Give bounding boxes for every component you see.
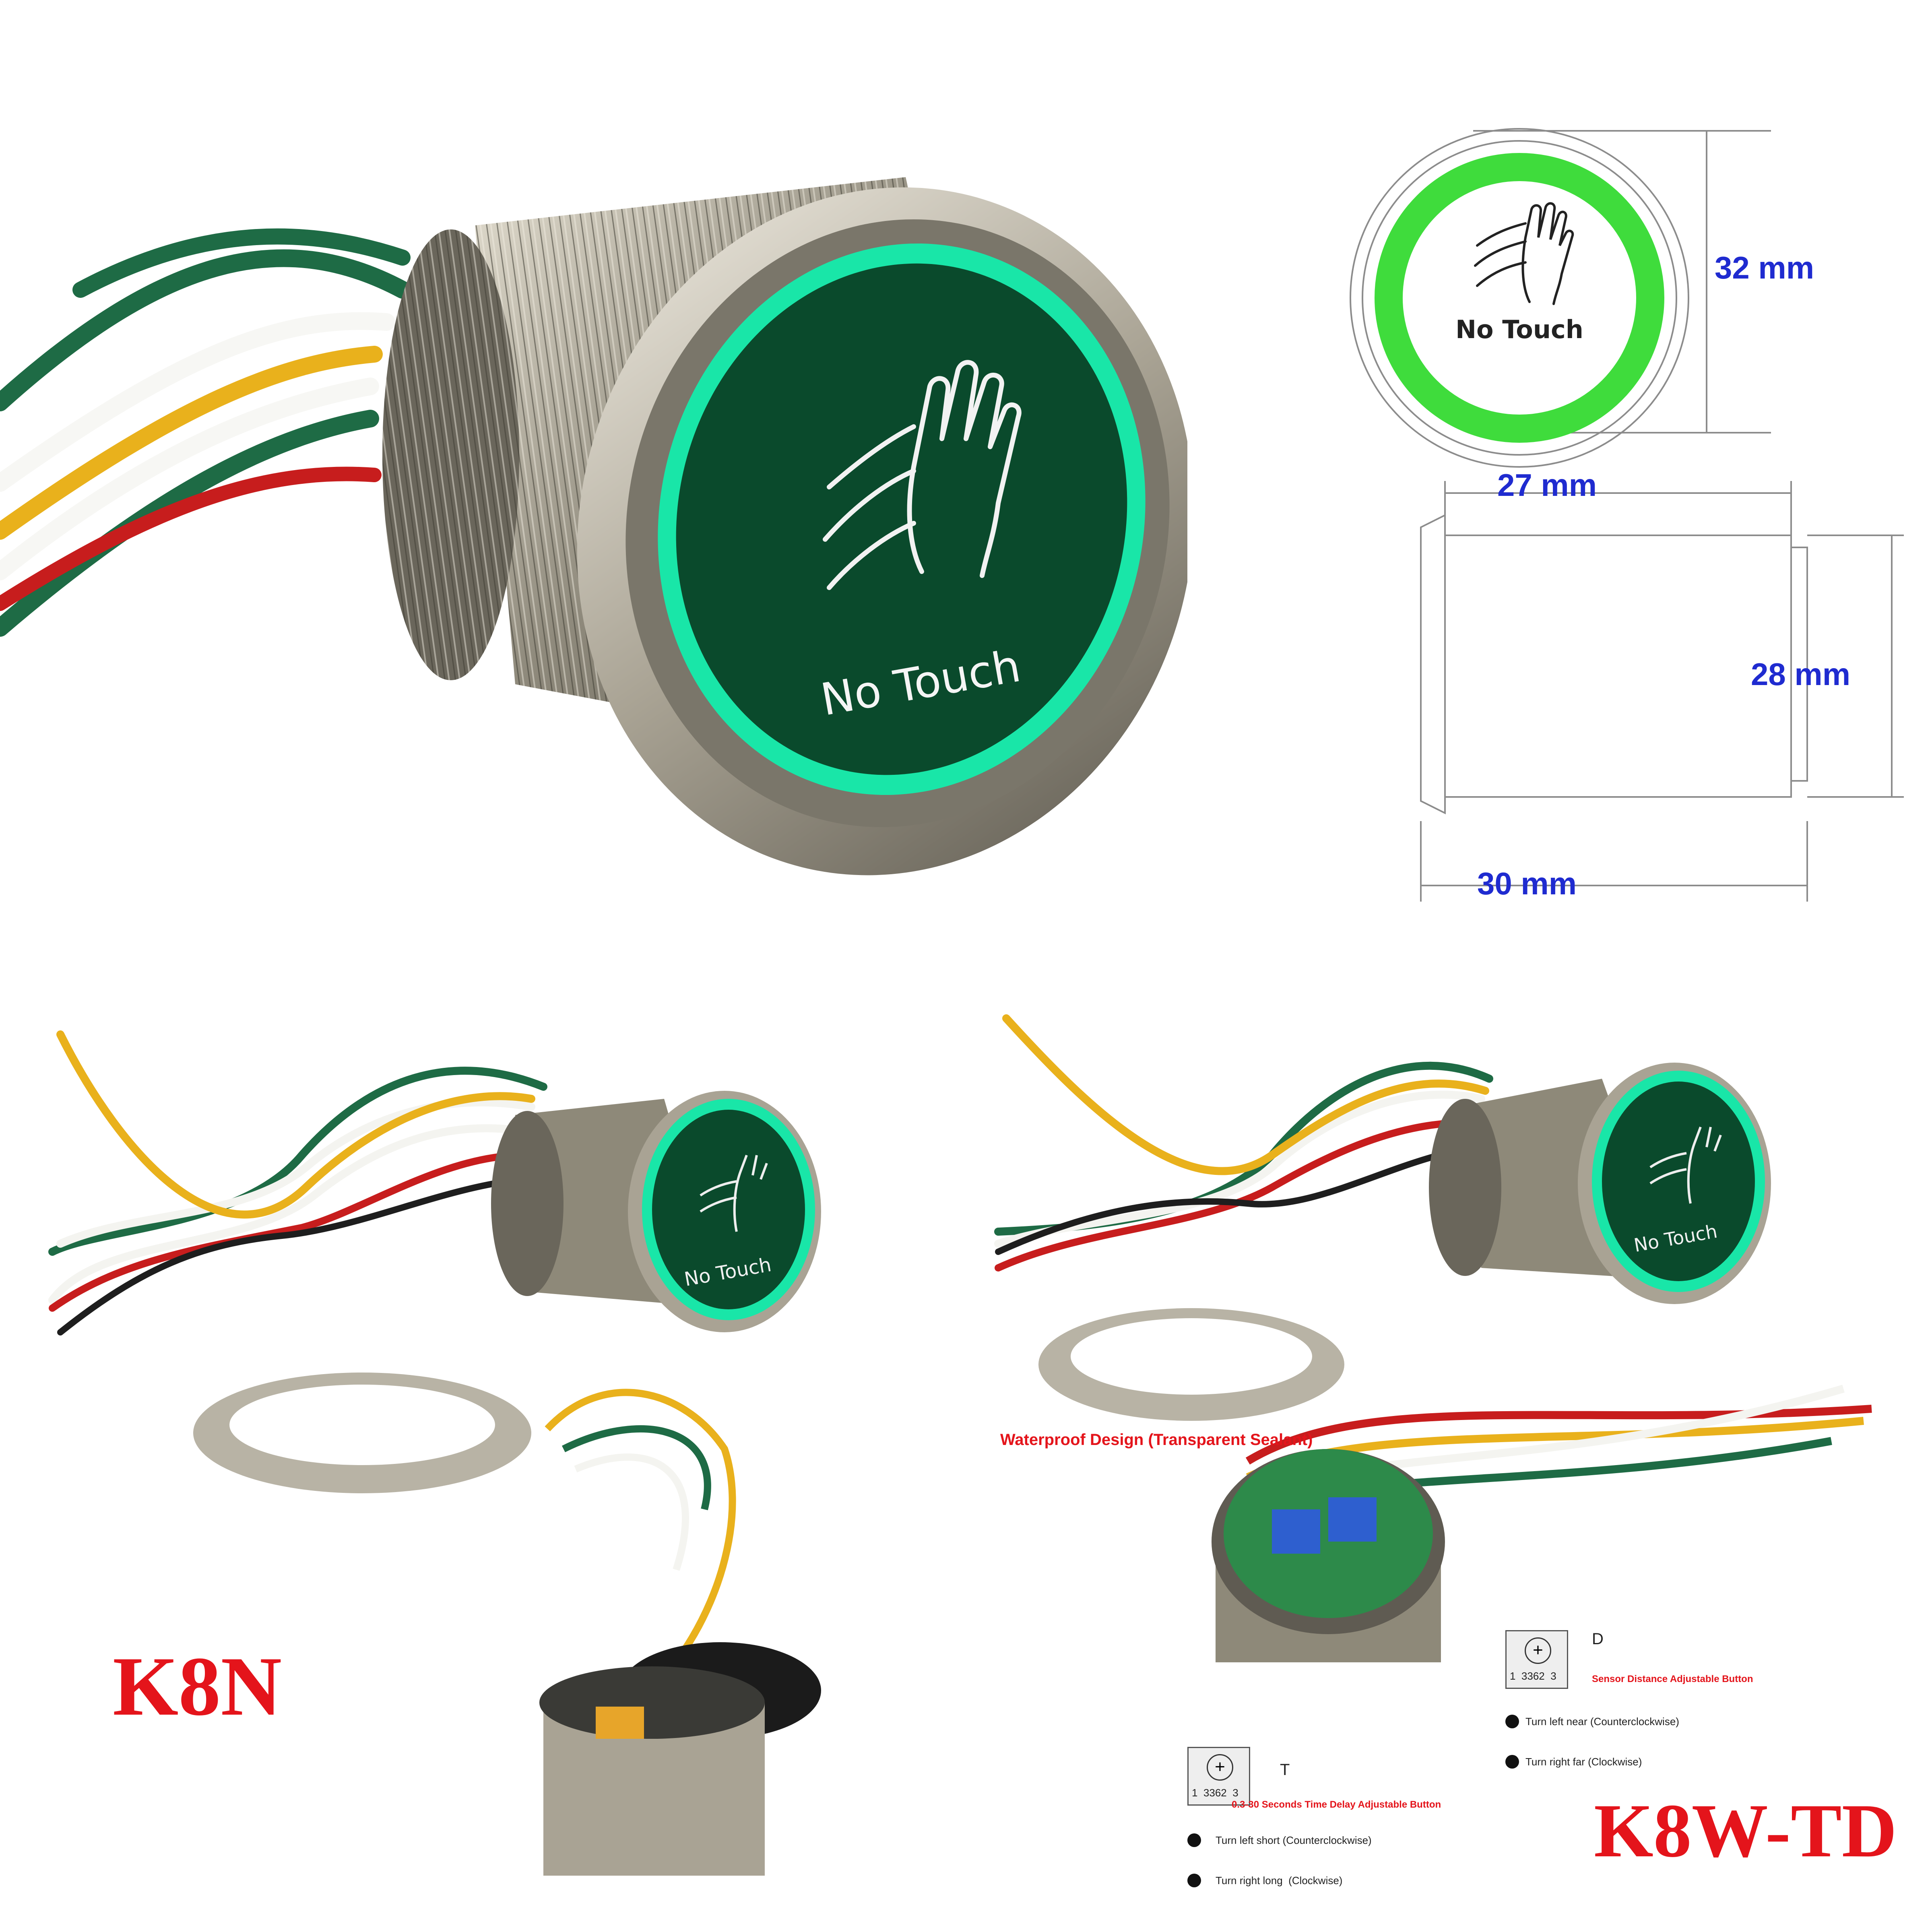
dimension-drawing: No Touch bbox=[1350, 128, 1904, 902]
button-face bbox=[676, 263, 1127, 775]
pot-t-left: Turn left short (Counterclockwise) bbox=[1216, 1834, 1372, 1846]
cross-adjust-icon: + bbox=[1525, 1637, 1551, 1664]
dim-height: 28 mm bbox=[1751, 656, 1851, 692]
hand-wave-icon bbox=[700, 1154, 768, 1232]
pot-d-letter: D bbox=[1592, 1630, 1604, 1648]
pot-d bbox=[1328, 1497, 1377, 1542]
main-product-photo: No Touch bbox=[0, 177, 1187, 875]
pot-d-right: Turn right far (Clockwise) bbox=[1525, 1756, 1642, 1768]
dim-body-length: 27 mm bbox=[1497, 467, 1597, 503]
waterproof-note: Waterproof Design (Transparent Sealant) bbox=[1000, 1431, 1313, 1449]
hand-wave-icon bbox=[823, 360, 1022, 590]
pot-d-pins: 1 3362 3 bbox=[1510, 1670, 1556, 1682]
hand-wave-icon bbox=[1474, 202, 1574, 305]
rotate-left-icon bbox=[1505, 1715, 1519, 1728]
pot-t-right: Turn right long (Clockwise) bbox=[1216, 1874, 1343, 1887]
pot-d-diagram: + 1 3362 3 bbox=[1505, 1630, 1568, 1689]
dim-diameter: 32 mm bbox=[1715, 250, 1814, 285]
pot-d-title: Sensor Distance Adjustable Button bbox=[1592, 1674, 1753, 1684]
drawing-no-touch-label: No Touch bbox=[1455, 315, 1583, 344]
hand-wave-icon bbox=[1649, 1126, 1722, 1204]
pot-d-left: Turn left near (Counterclockwise) bbox=[1525, 1715, 1679, 1728]
pot-t-letter: T bbox=[1280, 1761, 1290, 1779]
rotate-right-icon bbox=[1505, 1755, 1519, 1769]
pot-t-title: 0.3-30 Seconds Time Delay Adjustable But… bbox=[1232, 1799, 1441, 1810]
pot-t-pins: 1 3362 3 bbox=[1192, 1787, 1238, 1799]
wire-bundle bbox=[0, 228, 411, 637]
k8w-model-label: K8W-TD bbox=[1594, 1789, 1897, 1873]
k8w-product-photo: No Touch bbox=[994, 1014, 1872, 1662]
pot-t-diagram: + 1 3362 3 bbox=[1187, 1747, 1250, 1806]
rotate-left-icon bbox=[1187, 1833, 1201, 1847]
rotate-right-icon bbox=[1187, 1874, 1201, 1887]
k8n-model-label: K8N bbox=[113, 1640, 282, 1733]
cross-adjust-icon: + bbox=[1207, 1754, 1233, 1781]
pot-t bbox=[1272, 1509, 1320, 1554]
dim-total-length: 30 mm bbox=[1477, 866, 1577, 901]
k8n-product-photo: No Touch bbox=[48, 1030, 821, 1876]
